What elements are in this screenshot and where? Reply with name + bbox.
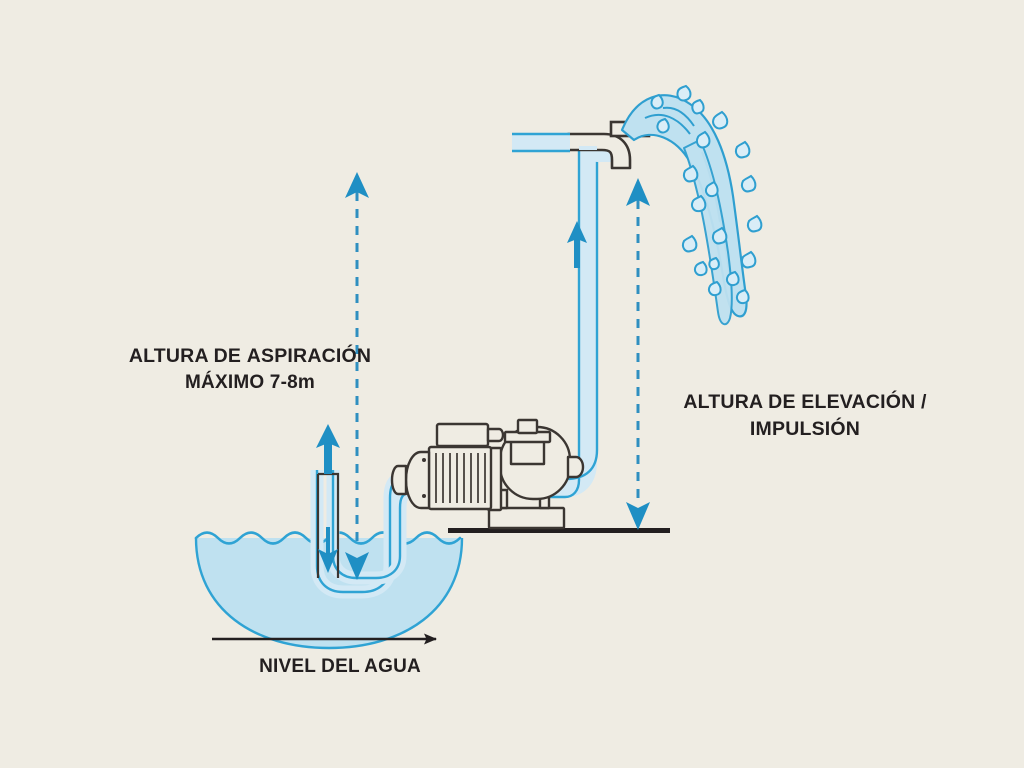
water-jet [620, 84, 763, 326]
suction-up-arrow [316, 424, 340, 474]
ground-line [448, 528, 670, 533]
flow-arrow-up [567, 221, 587, 268]
water-droplets [650, 84, 763, 305]
suction-dimension-line [345, 172, 369, 580]
water-level-label: NIVEL DEL AGUA [259, 656, 421, 677]
suction-label-line1-strong: ASPIRACIÓN [246, 345, 372, 367]
suction-height-gauge [316, 424, 340, 578]
suction-down-arrow [318, 527, 338, 573]
centrifugal-pump [390, 418, 585, 530]
suction-label-line1-prefix: ALTURA DE [128, 345, 247, 367]
discharge-label-line1: ALTURA DE ELEVACIÓN / [683, 391, 927, 413]
discharge-head-label: ALTURA DE ELEVACIÓN / IMPULSIÓN [600, 390, 1010, 442]
discharge-dimension-line [626, 178, 650, 530]
discharge-label-line2: IMPULSIÓN [749, 417, 861, 440]
suction-label-line2: MÁXIMO 7-8m [185, 371, 315, 393]
suction-head-label: ALTURA DE ASPIRACIÓN MÁXIMO 7-8m [40, 344, 460, 395]
